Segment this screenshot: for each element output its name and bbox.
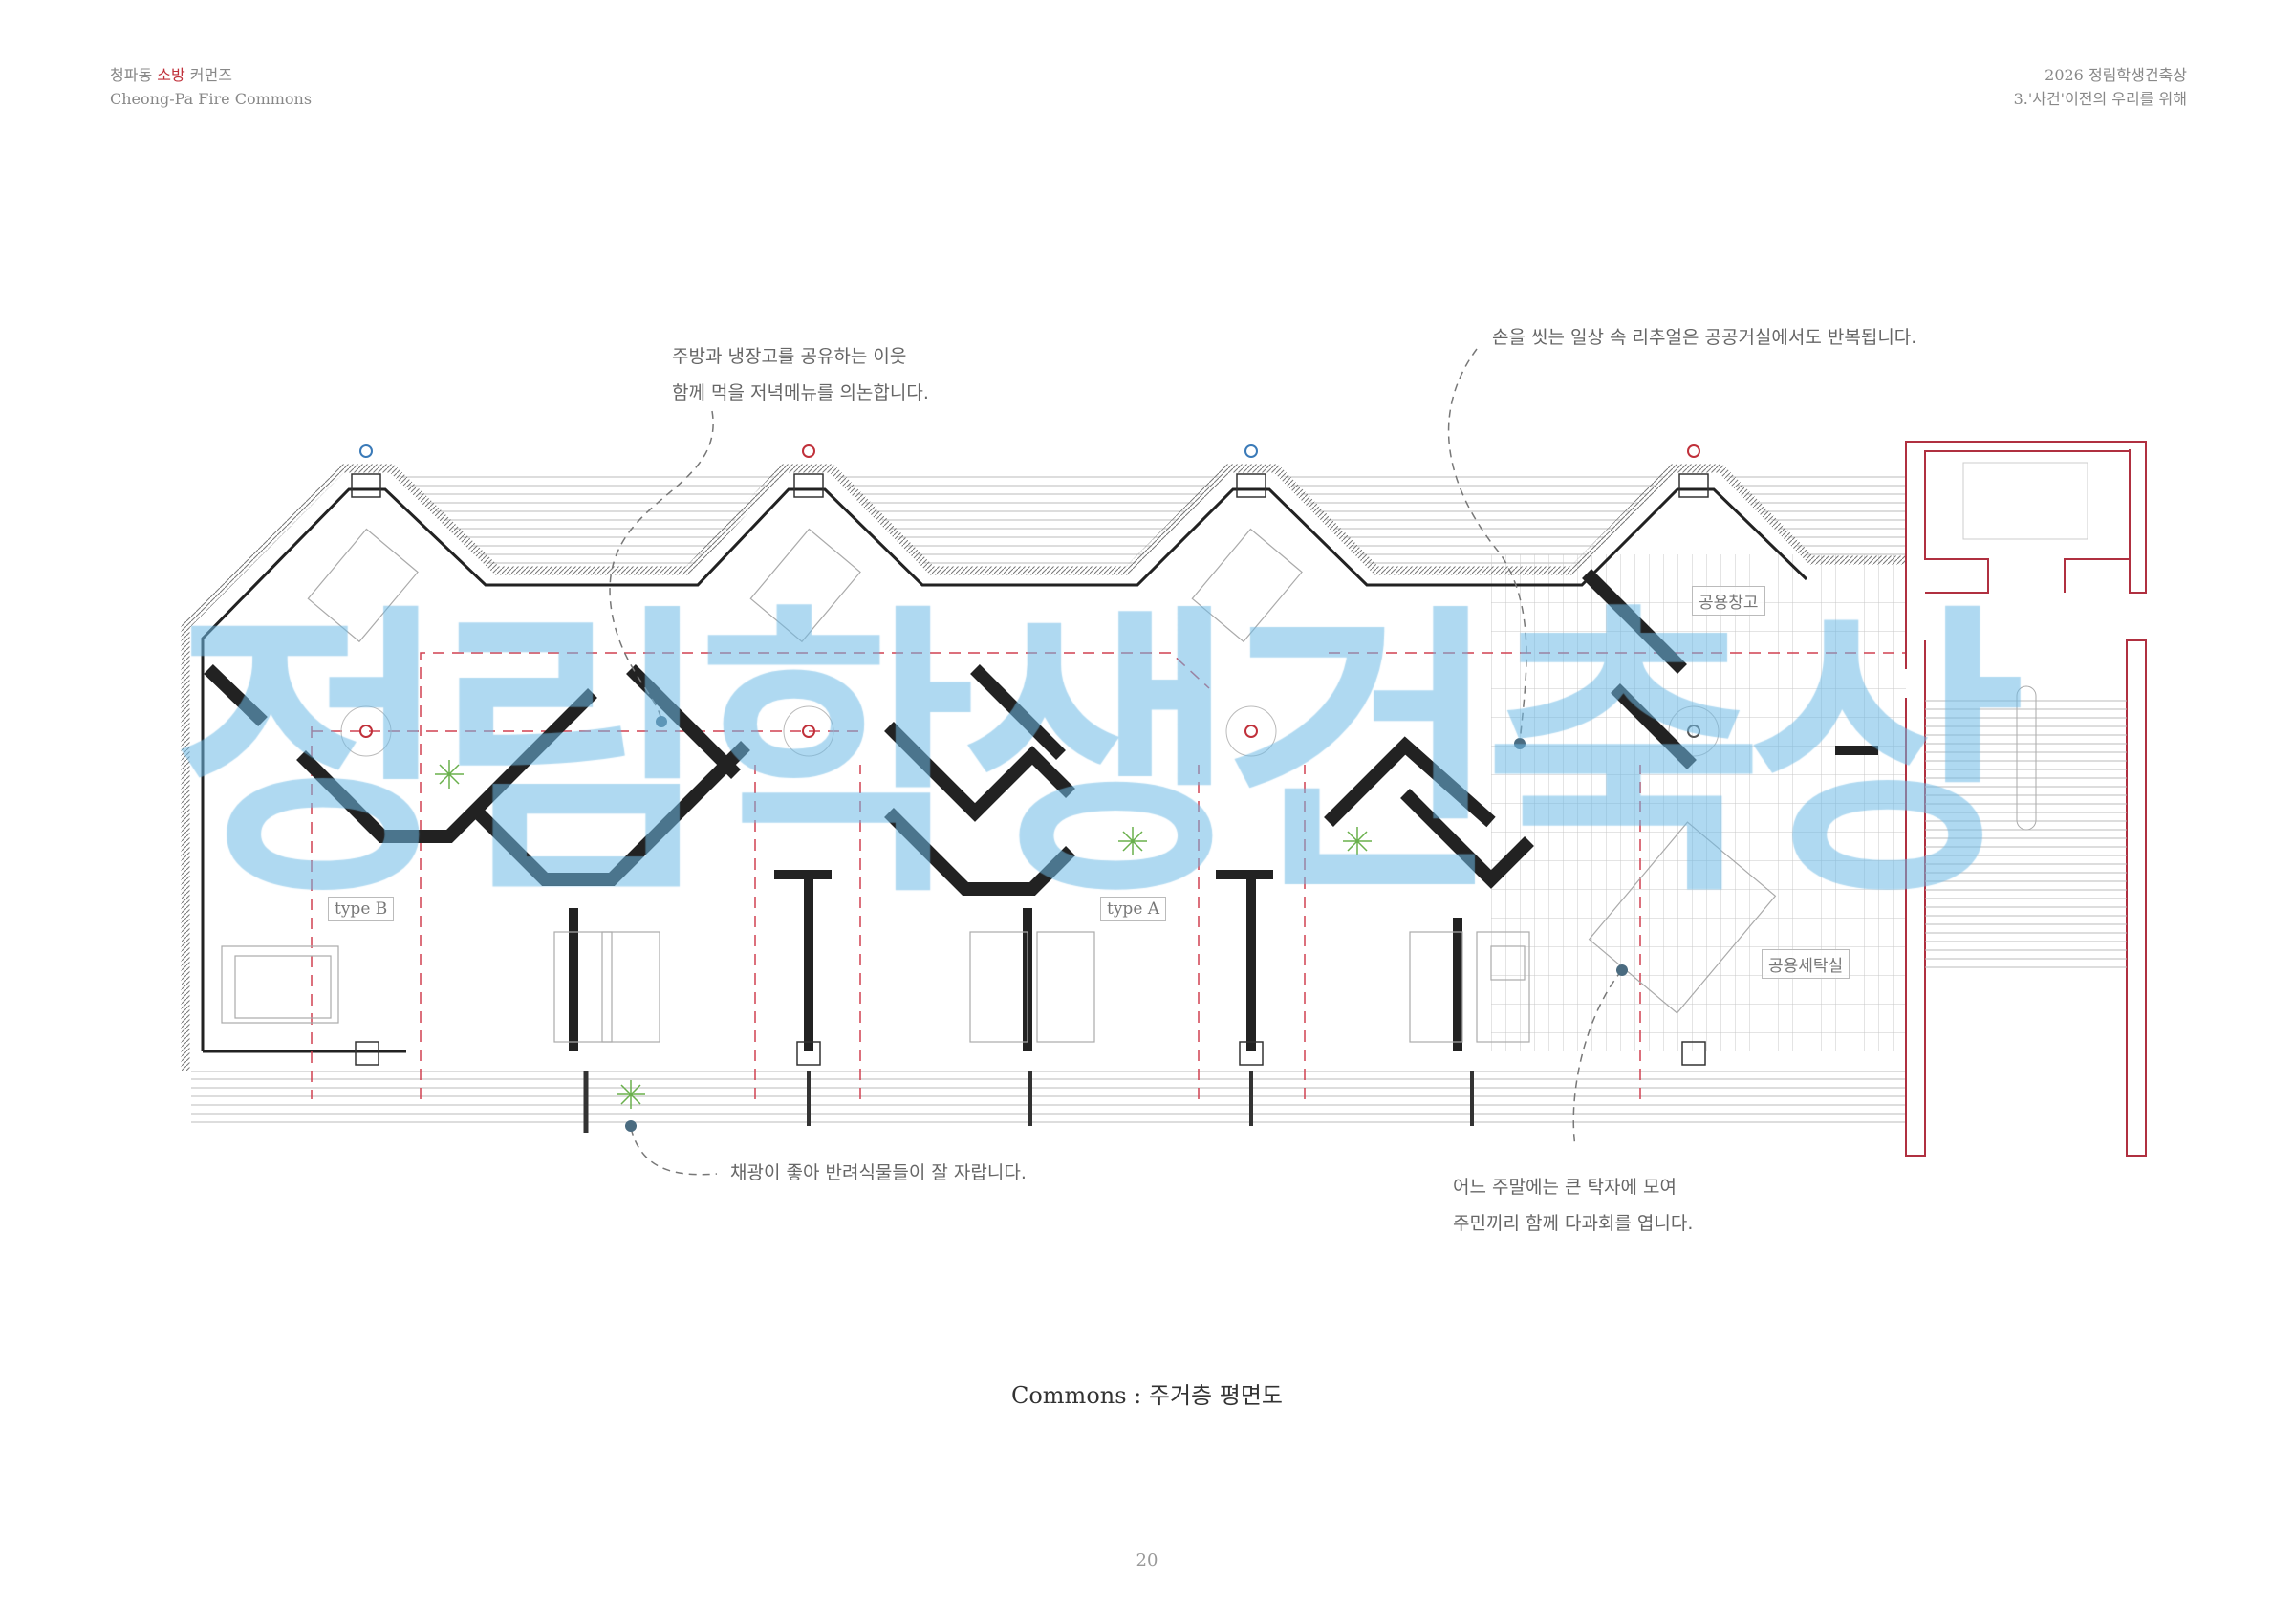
room-label-laundry: 공용세탁실 xyxy=(1762,949,1850,979)
annotation-plants: 채광이 좋아 반려식물들이 잘 자랍니다. xyxy=(730,1162,1027,1183)
room-label-type-a: type A xyxy=(1100,897,1167,921)
figure-caption: Commons : 주거층 평면도 xyxy=(1010,1382,1283,1409)
annotation-kitchen-line1: 주방과 냉장고를 공유하는 이웃 xyxy=(672,346,907,367)
room-label-storage: 공용창고 xyxy=(1692,586,1765,616)
annotation-weekend: 어느 주말에는 큰 탁자에 모여 주민끼리 함께 다과회를 엽니다. xyxy=(1453,1173,1693,1235)
annotation-kitchen: 주방과 냉장고를 공유하는 이웃 함께 먹을 저녁메뉴를 의논합니다. xyxy=(672,342,929,404)
page-number: 20 xyxy=(1136,1550,1158,1570)
room-label-type-b: type B xyxy=(328,897,395,921)
annotation-weekend-line2: 주민끼리 함께 다과회를 엽니다. xyxy=(1453,1213,1694,1234)
annotation-washing: 손을 씻는 일상 속 리추얼은 공공거실에서도 반복됩니다. xyxy=(1492,327,1917,348)
annotation-weekend-line1: 어느 주말에는 큰 탁자에 모여 xyxy=(1453,1177,1677,1198)
annotation-kitchen-line2: 함께 먹을 저녁메뉴를 의논합니다. xyxy=(672,382,929,403)
stair-tower xyxy=(1905,441,2147,1157)
